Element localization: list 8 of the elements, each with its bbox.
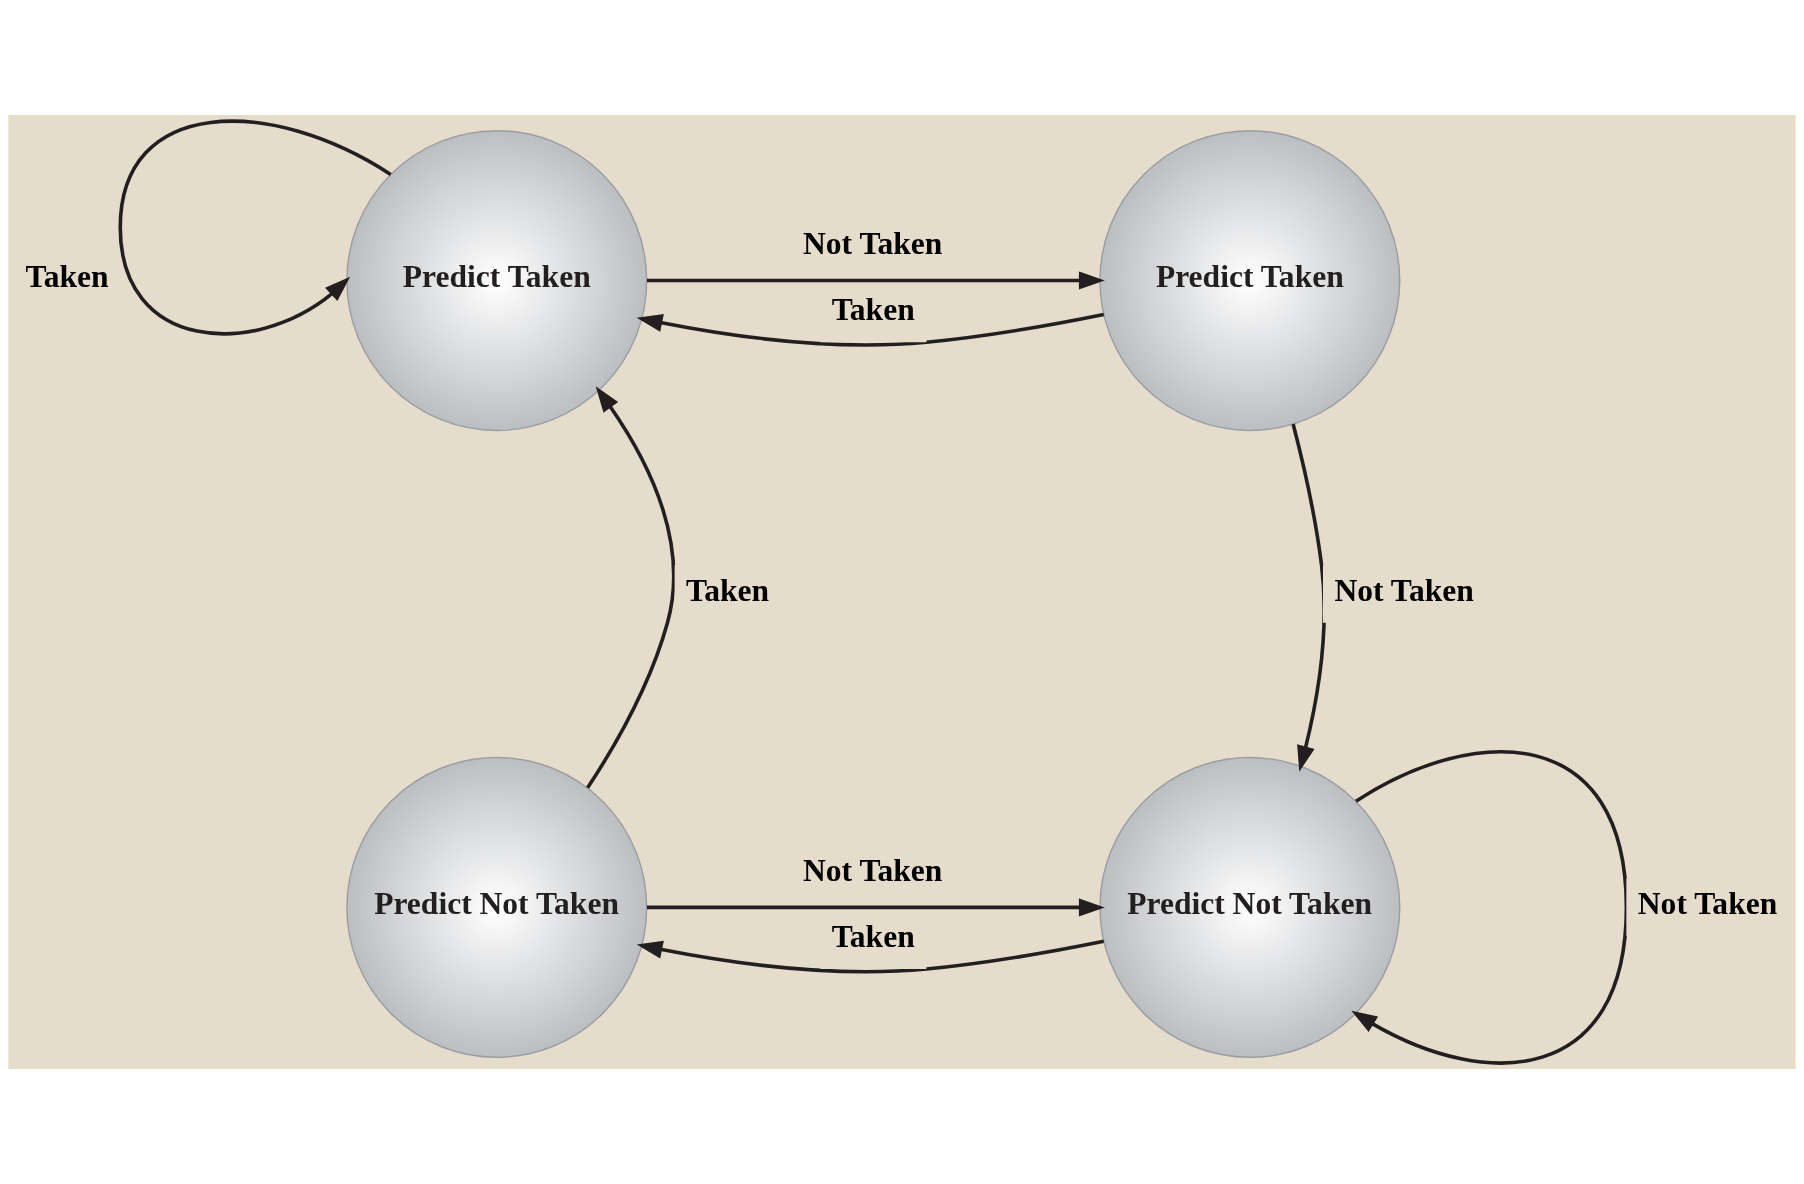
- edge-label: Not Taken: [803, 852, 943, 888]
- edge-label: Taken: [831, 918, 915, 954]
- edge-label: Taken: [686, 572, 770, 608]
- edge-label: Not Taken: [803, 226, 943, 262]
- edge-label: Not Taken: [1334, 572, 1474, 608]
- edge-label: Taken: [831, 292, 915, 328]
- edge-label: Taken: [25, 259, 109, 295]
- edge-label: Not Taken: [1637, 885, 1778, 921]
